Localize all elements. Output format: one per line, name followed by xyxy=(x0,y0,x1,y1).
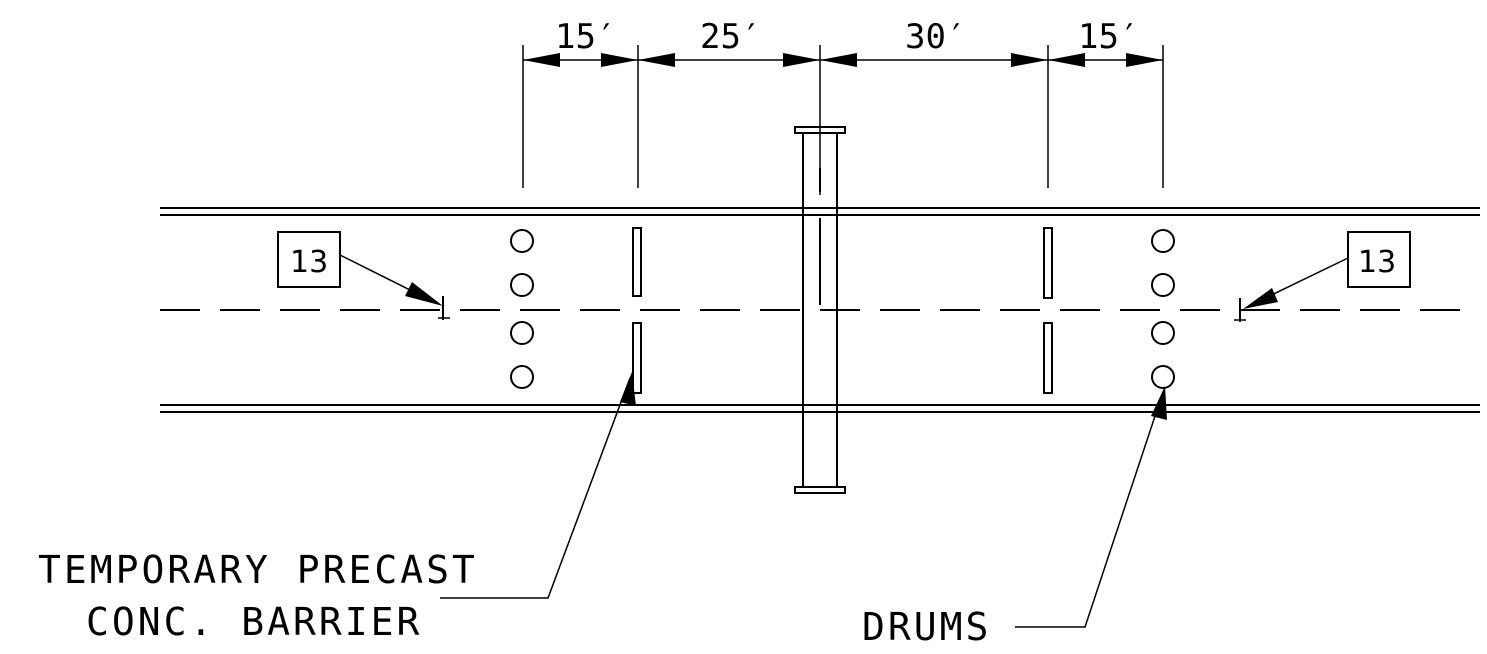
barriers-left-group xyxy=(632,227,642,394)
drum xyxy=(510,365,534,389)
drum xyxy=(510,321,534,345)
barrier xyxy=(1043,227,1053,299)
dimension-label-2: 25′ xyxy=(700,17,761,57)
overpass-structure xyxy=(794,126,846,494)
roadway-top-edge xyxy=(160,207,1480,216)
tag-right-number: 13 xyxy=(1358,245,1396,280)
drum xyxy=(1151,229,1175,253)
barrier xyxy=(632,227,642,297)
drums-right-group xyxy=(1151,229,1175,389)
tag-left-number: 13 xyxy=(290,245,328,280)
drums-left-group xyxy=(510,229,534,389)
dimension-label-4: 15′ xyxy=(1078,17,1139,57)
barrier xyxy=(632,322,642,394)
drums-leader xyxy=(1015,386,1167,628)
barrier xyxy=(1043,322,1053,394)
dimension-label-1: 15′ xyxy=(555,17,616,57)
barriers-right-group xyxy=(1043,227,1053,394)
dimension-line xyxy=(523,53,1163,67)
dimension-extension-lines xyxy=(522,45,1164,195)
dimension-label-3: 30′ xyxy=(905,17,966,57)
drum xyxy=(510,273,534,297)
barrier-label-line1: TEMPORARY PRECAST xyxy=(38,548,478,592)
tag-left: 13 xyxy=(277,231,450,320)
drum xyxy=(510,229,534,253)
drum xyxy=(1151,365,1175,389)
barrier-label-line2: CONC. BARRIER xyxy=(86,600,422,644)
barrier-leader xyxy=(440,372,636,599)
drum xyxy=(1151,321,1175,345)
roadway-bottom-edge xyxy=(160,404,1480,413)
drum xyxy=(1151,273,1175,297)
tag-right: 13 xyxy=(1234,231,1411,322)
drums-label: DRUMS xyxy=(862,605,991,649)
